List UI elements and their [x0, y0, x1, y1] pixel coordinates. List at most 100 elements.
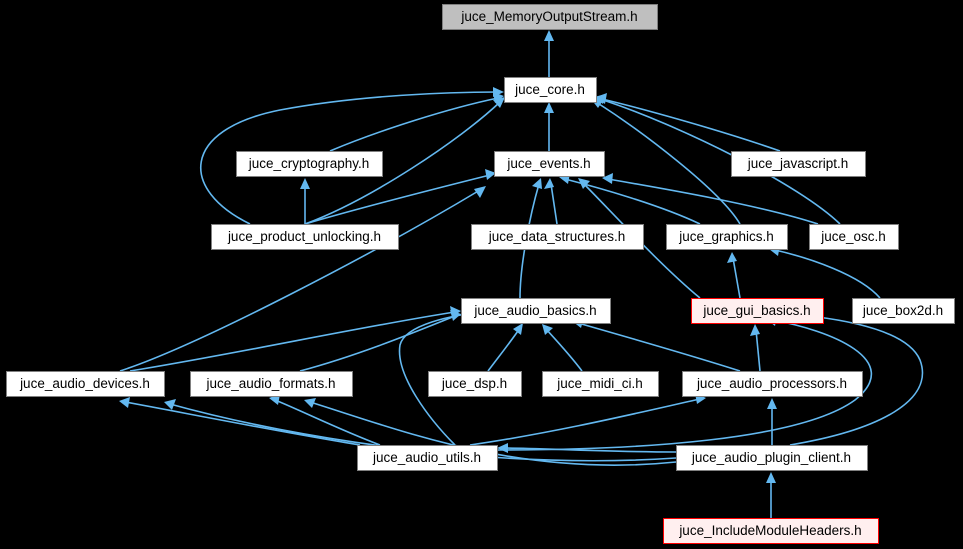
nodes-layer: juce_MemoryOutputStream.h juce_core.hjuce… [6, 4, 955, 544]
node-label-gui_basics: juce_gui_basics.h [702, 303, 810, 318]
edge-graphics-to-events [564, 178, 701, 225]
node-box-audio_processors[interactable] [682, 371, 863, 397]
node-box-osc[interactable] [809, 224, 899, 250]
node-includemoduleheaders[interactable]: juce_IncludeModuleHeaders.h [663, 518, 879, 544]
node-box-product_unlocking[interactable] [211, 224, 399, 250]
edge-arrowhead-audio_utils-to-audio_devices [119, 397, 130, 408]
node-box2d[interactable]: juce_box2d.h [852, 298, 955, 324]
node-events[interactable]: juce_events.h [494, 151, 605, 177]
edge-arrowhead-product_unlocking-to-cryptography [300, 178, 310, 189]
edge-arrowhead-product_unlocking-to-core [493, 87, 504, 97]
edge-arrowhead-audio_plugin_client-to-audio_formats [304, 398, 316, 408]
node-box-core[interactable] [504, 77, 597, 103]
edge-arrowhead-core-to-memoryoutputstream [544, 30, 554, 41]
node-label-audio_processors: juce_audio_processors.h [696, 376, 847, 391]
edge-audio_utils-to-audio_processors [469, 398, 701, 446]
node-osc[interactable]: juce_osc.h [809, 224, 899, 250]
node-product_unlocking[interactable]: juce_product_unlocking.h [211, 224, 399, 250]
edge-graphics-to-core [595, 101, 741, 225]
edge-arrowhead-product_unlocking-to-core [493, 97, 505, 108]
node-label-midi_ci: juce_midi_ci.h [556, 376, 643, 391]
node-gui_basics[interactable]: juce_gui_basics.h [691, 298, 824, 324]
node-label-javascript: juce_javascript.h [747, 156, 849, 171]
node-box-graphics[interactable] [666, 224, 788, 250]
edge-osc-to-events [607, 178, 819, 225]
node-label-memoryoutputstream: juce_MemoryOutputStream.h [460, 9, 637, 24]
node-box-events[interactable] [494, 151, 605, 177]
node-audio_processors[interactable]: juce_audio_processors.h [682, 371, 863, 397]
edge-audio_processors-to-gui_basics [755, 329, 761, 372]
node-audio_utils[interactable]: juce_audio_utils.h [357, 445, 498, 471]
node-javascript[interactable]: juce_javascript.h [731, 151, 866, 177]
node-box-dsp[interactable] [428, 371, 522, 397]
edge-midi_ci-to-audio_basics [545, 328, 583, 372]
node-box-audio_formats[interactable] [190, 371, 353, 397]
node-memoryoutputstream[interactable]: juce_MemoryOutputStream.h [442, 4, 658, 30]
edges-layer [119, 30, 924, 518]
edge-arrowhead-audio_processors-to-gui_basics [750, 324, 760, 336]
node-box-box2d[interactable] [852, 298, 955, 324]
edge-cryptography-to-core [329, 97, 499, 152]
node-midi_ci[interactable]: juce_midi_ci.h [542, 371, 659, 397]
node-label-includemoduleheaders: juce_IncludeModuleHeaders.h [678, 523, 861, 538]
node-label-core: juce_core.h [514, 82, 585, 97]
edge-arrowhead-audio_plugin_client-to-audio_processors [767, 398, 777, 409]
edge-arrowhead-gui_basics-to-graphics [727, 252, 737, 263]
edge-audio_utils-to-audio_devices [124, 401, 361, 446]
node-label-cryptography: juce_cryptography.h [248, 156, 370, 171]
node-label-audio_plugin_client: juce_audio_plugin_client.h [691, 450, 851, 465]
node-box-cryptography[interactable] [236, 151, 383, 177]
node-box-audio_devices[interactable] [6, 371, 165, 397]
node-label-audio_utils: juce_audio_utils.h [372, 450, 481, 465]
edge-arrowhead-midi_ci-to-audio_basics [542, 324, 553, 335]
node-audio_devices[interactable]: juce_audio_devices.h [6, 371, 165, 397]
edge-arrowhead-audio_plugin_client-to-audio_utils [497, 443, 508, 453]
node-box-javascript[interactable] [731, 151, 866, 177]
edge-arrowhead-audio_devices-to-events [474, 186, 486, 198]
node-box-memoryoutputstream[interactable] [442, 4, 658, 30]
edge-audio_utils-to-audio_formats [274, 399, 381, 446]
node-box-data_structures[interactable] [471, 224, 644, 250]
node-box-gui_basics[interactable] [691, 298, 824, 324]
node-graphics[interactable]: juce_graphics.h [666, 224, 788, 250]
node-audio_plugin_client[interactable]: juce_audio_plugin_client.h [676, 445, 868, 471]
edge-audio_devices-to-events [119, 189, 481, 372]
node-label-product_unlocking: juce_product_unlocking.h [227, 229, 381, 244]
edge-arrowhead-dsp-to-audio_basics [513, 323, 523, 335]
node-cryptography[interactable]: juce_cryptography.h [236, 151, 383, 177]
edge-product_unlocking-to-core [200, 91, 499, 225]
node-box-audio_basics[interactable] [461, 298, 611, 324]
edge-arrowhead-data_structures-to-events [544, 178, 554, 189]
edge-dsp-to-audio_basics [487, 327, 521, 372]
edge-arrowhead-includemoduleheaders-to-audio_plugin_client [766, 472, 776, 483]
node-label-dsp: juce_dsp.h [441, 376, 507, 391]
edge-arrowhead-events-to-core [544, 102, 554, 113]
node-audio_basics[interactable]: juce_audio_basics.h [461, 298, 611, 324]
edge-gui_basics-to-graphics [732, 257, 741, 299]
edge-arrowhead-gui_basics-to-events [578, 178, 590, 189]
node-data_structures[interactable]: juce_data_structures.h [471, 224, 644, 250]
node-label-graphics: juce_graphics.h [678, 229, 774, 244]
edge-audio_utils-to-audio_basics [398, 310, 491, 446]
node-box-midi_ci[interactable] [542, 371, 659, 397]
edge-arrowhead-product_unlocking-to-events [485, 169, 496, 180]
node-box-audio_plugin_client[interactable] [676, 445, 868, 471]
edge-arrowhead-audio_basics-to-events [532, 178, 542, 189]
node-box-audio_utils[interactable] [357, 445, 498, 471]
node-dsp[interactable]: juce_dsp.h [428, 371, 522, 397]
node-audio_formats[interactable]: juce_audio_formats.h [190, 371, 353, 397]
edge-audio_formats-to-audio_basics [299, 315, 456, 372]
edge-arrowhead-osc-to-events [602, 173, 613, 184]
edge-data_structures-to-events [550, 183, 558, 225]
node-label-data_structures: juce_data_structures.h [488, 229, 626, 244]
edge-audio_plugin_client-to-audio_utils [502, 447, 677, 453]
node-label-osc: juce_osc.h [820, 229, 886, 244]
edge-product_unlocking-to-core [304, 101, 501, 225]
node-label-audio_devices: juce_audio_devices.h [19, 376, 150, 391]
node-core[interactable]: juce_core.h [504, 77, 597, 103]
node-label-audio_formats: juce_audio_formats.h [205, 376, 335, 391]
node-box-includemoduleheaders[interactable] [663, 518, 879, 544]
edge-product_unlocking-to-events [304, 174, 491, 225]
